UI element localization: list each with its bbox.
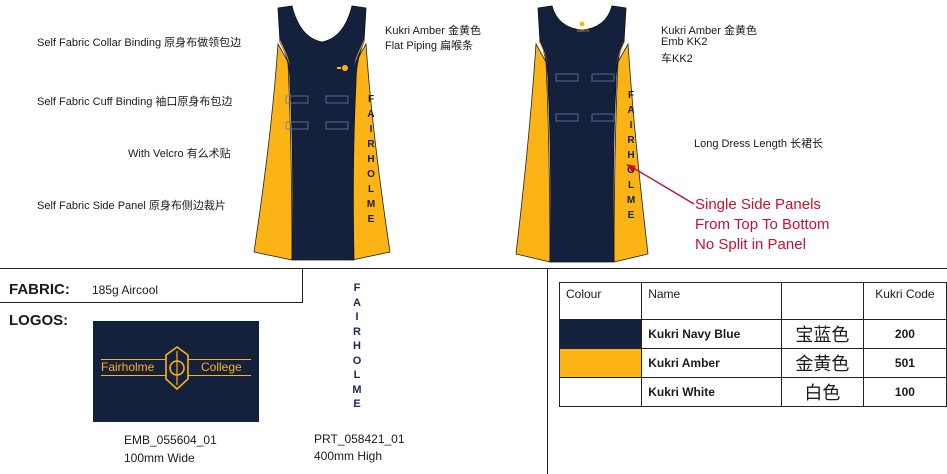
back-print-letter: R [627, 135, 635, 146]
vertical-letter: O [352, 354, 362, 367]
colour-name: Kukri White [641, 377, 782, 407]
front-print-letter: H [367, 154, 375, 165]
logo1-size: 100mm Wide [124, 451, 195, 465]
vertical-letter: I [355, 311, 359, 323]
vertical-letter: M [352, 383, 362, 396]
annotation-emb: Emb KK2 [661, 36, 708, 48]
badge-text-left: Fairholme [101, 360, 155, 374]
colour-table-header: Colour Name Kukri Code [558, 282, 947, 320]
front-print-letter: F [367, 94, 375, 105]
vertical-letter: A [353, 296, 361, 309]
crest-icon [165, 346, 189, 391]
front-print-letter: I [369, 124, 373, 135]
colour-table: Colour Name Kukri Code Kukri Navy Blue 宝… [558, 282, 947, 407]
red-note-line: Single Side Panels [695, 196, 821, 213]
vertical-letter: F [353, 282, 361, 294]
front-print-letter: L [367, 184, 375, 195]
annotation-emb-cn: 车KK2 [661, 53, 693, 65]
fairholme-badge: Fairholme College [93, 321, 259, 422]
red-note-line: No Split in Panel [695, 236, 806, 253]
logo1-code: EMB_055604_01 [124, 433, 217, 447]
annotation-side-panel: Self Fabric Side Panel 原身布侧边裁片 [37, 200, 226, 212]
divider-main [0, 268, 947, 269]
colour-row: Kukri White 白色 100 [558, 377, 947, 407]
back-print-letter: I [629, 120, 633, 131]
front-side-print: F A I R H O L M E [365, 94, 377, 225]
colour-cn: 白色 [780, 377, 864, 407]
front-dress [253, 5, 391, 261]
vertical-letter: E [353, 398, 361, 410]
header-name: Name [641, 282, 782, 320]
badge-text-right: College [201, 360, 242, 374]
colour-swatch [558, 319, 643, 349]
fabric-label: FABRIC: [9, 281, 70, 298]
vertical-letter: L [353, 369, 361, 381]
header-blank [780, 282, 864, 320]
annotation-back-amber: Kukri Amber 金黄色 [661, 25, 757, 37]
vertical-logo: F A I R H O L M E [349, 282, 365, 410]
annotation-dress-length: Long Dress Length 长裙长 [694, 138, 824, 150]
red-note: Single Side Panels From Top To Bottom No… [695, 195, 830, 255]
colour-swatch [558, 348, 643, 378]
colour-code: 100 [862, 377, 947, 407]
colour-code: 501 [862, 348, 947, 378]
divider-fabric-right [302, 268, 303, 303]
colour-swatch [558, 377, 643, 407]
back-print-letter: M [626, 195, 636, 206]
pointer-arrow [626, 164, 695, 205]
colour-cn: 金黄色 [780, 348, 864, 378]
header-colour: Colour [558, 282, 643, 320]
front-print-letter: R [367, 139, 375, 150]
divider-fabric [0, 302, 302, 303]
logo2-code: PRT_058421_01 [314, 432, 405, 446]
vertical-letter: H [353, 340, 361, 352]
colour-cn: 宝蓝色 [780, 319, 864, 349]
annotation-cuff: Self Fabric Cuff Binding 袖口原身布包边 [37, 96, 233, 108]
colour-code: 200 [862, 319, 947, 349]
vertical-letter: R [353, 325, 361, 338]
colour-row: Kukri Amber 金黄色 501 [558, 348, 947, 378]
back-print-letter: L [627, 180, 635, 191]
front-print-letter: E [367, 214, 375, 225]
annotation-velcro: With Velcro 有么术贴 [128, 148, 231, 160]
back-print-letter: A [627, 105, 635, 116]
logo2-size: 400mm High [314, 449, 383, 463]
front-print-letter: O [367, 169, 375, 180]
colour-row: Kukri Navy Blue 宝蓝色 200 [558, 319, 947, 349]
annotation-front-amber: Kukri Amber 金黄色 [385, 25, 481, 37]
red-note-line: From Top To Bottom [695, 216, 830, 233]
back-print-letter: E [627, 210, 635, 221]
logos-label: LOGOS: [9, 312, 69, 329]
divider-table-left [547, 268, 548, 474]
colour-name: Kukri Navy Blue [641, 319, 782, 349]
header-code: Kukri Code [862, 282, 947, 320]
back-logo-text: KUKRI [576, 28, 590, 33]
annotation-collar: Self Fabric Collar Binding 原身布做领包边 [37, 37, 242, 49]
back-dress [515, 5, 649, 263]
front-print-letter: M [366, 199, 376, 210]
colour-name: Kukri Amber [641, 348, 782, 378]
back-print-letter: H [627, 150, 635, 161]
back-print-letter: F [627, 90, 635, 101]
front-print-letter: A [367, 109, 375, 120]
annotation-flat-piping: Flat Piping 扁喉条 [385, 40, 474, 52]
fabric-value: 185g Aircool [92, 283, 159, 297]
